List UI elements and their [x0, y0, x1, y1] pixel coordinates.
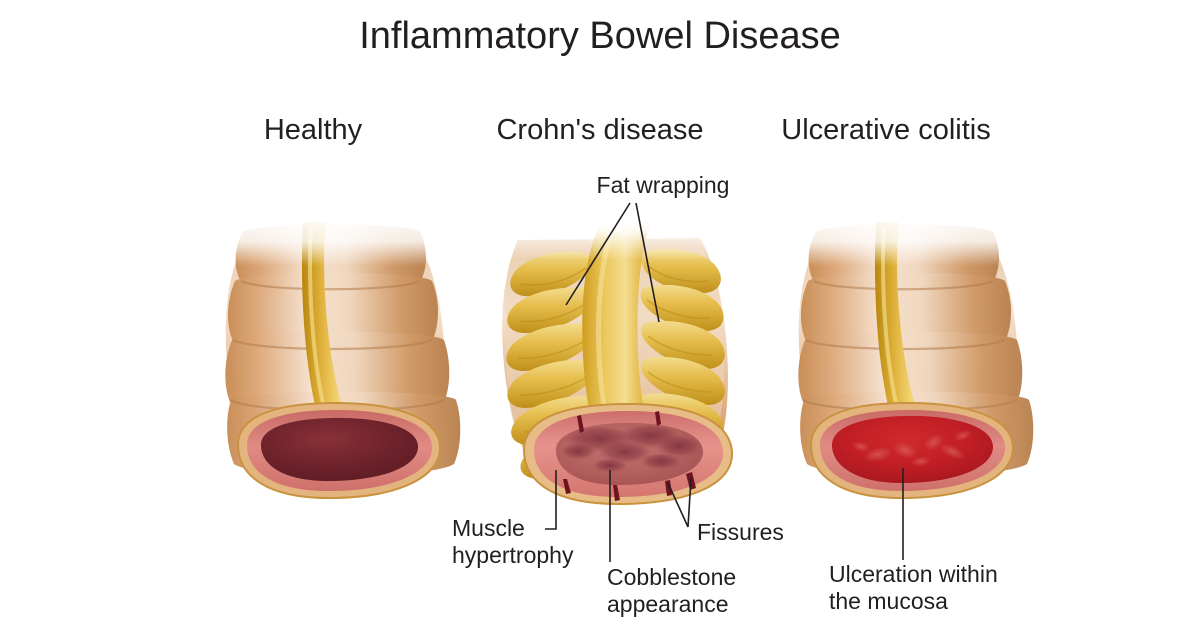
fat-wrapping-leader-right — [635, 202, 660, 323]
ulceration-label-line1: Ulceration within — [829, 561, 998, 587]
colitis-top-fade — [788, 212, 1038, 266]
annotation-fat-wrapping: Fat wrapping — [565, 172, 730, 323]
fat-wrapping-leader-left — [565, 202, 631, 306]
colitis-bowel-illustration — [788, 212, 1038, 500]
ulceration-label-line2: the mucosa — [829, 588, 948, 614]
colitis-ulcerations — [852, 430, 972, 468]
fat-wrapping-label: Fat wrapping — [597, 172, 730, 198]
muscle-hypertrophy-leader — [545, 470, 557, 530]
panel-heading-colitis: Ulcerative colitis — [781, 114, 991, 146]
crohns-fissures — [563, 411, 696, 501]
annotation-cobblestone: Cobblestone appearance — [607, 470, 736, 617]
crohns-cobblestone-texture — [561, 425, 701, 473]
annotation-fissures: Fissures — [667, 477, 784, 545]
annotation-ulceration: Ulceration within the mucosa — [829, 468, 998, 614]
annotation-muscle-hypertrophy: Muscle hypertrophy — [452, 470, 574, 568]
panel-heading-crohns: Crohn's disease — [496, 114, 703, 146]
fissures-leader-a — [667, 482, 689, 528]
cobblestone-label-line1: Cobblestone — [607, 564, 736, 590]
healthy-top-fade — [215, 212, 465, 266]
healthy-bowel-illustration — [215, 212, 465, 500]
muscle-hypertrophy-label-line2: hypertrophy — [452, 542, 574, 568]
page-title: Inflammatory Bowel Disease — [359, 15, 841, 57]
panel-heading-healthy: Healthy — [264, 114, 363, 146]
healthy-lumen — [261, 417, 419, 482]
cobblestone-label-line2: appearance — [607, 591, 729, 617]
fissures-leader-b — [687, 477, 692, 528]
muscle-hypertrophy-label-line1: Muscle — [452, 515, 525, 541]
fissures-label: Fissures — [697, 519, 784, 545]
crohns-bowel-illustration — [495, 212, 745, 506]
